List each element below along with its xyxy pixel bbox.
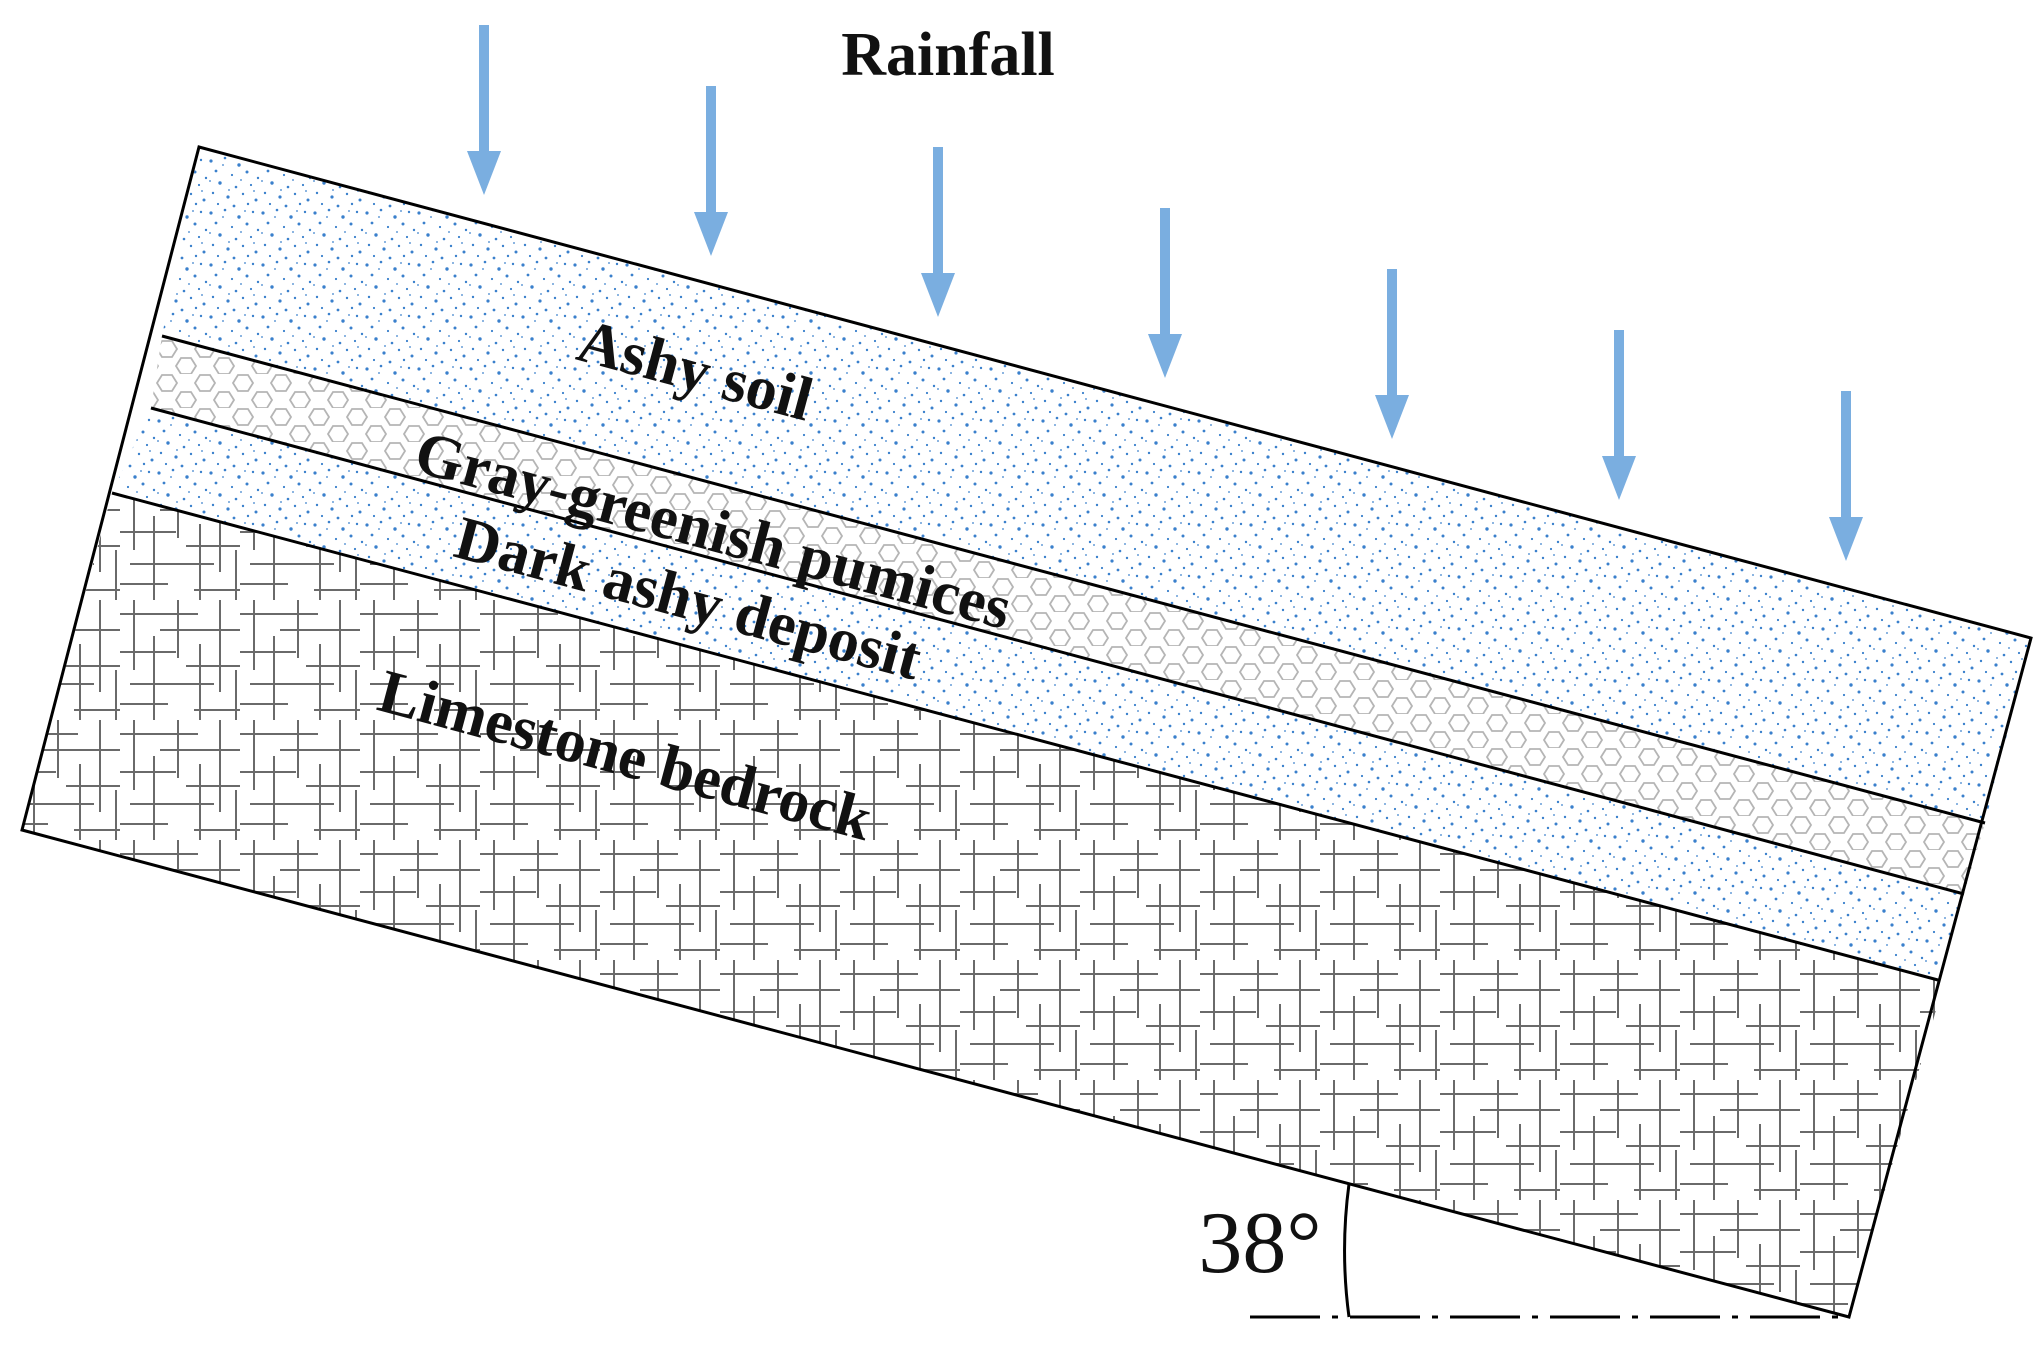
- rain-arrow: [921, 147, 955, 317]
- rain-arrow: [1829, 391, 1863, 561]
- gray-greenish-pumices-layer: [151, 336, 1985, 894]
- dark-ashy-deposit-layer: [112, 408, 1964, 980]
- rainfall-arrows: [467, 25, 1863, 561]
- rain-arrow: [1148, 208, 1182, 378]
- layer-boundaries: [20, 145, 2033, 1319]
- rain-arrow: [467, 25, 501, 195]
- slope-angle-indicator: [1250, 1183, 1849, 1319]
- rain-arrow: [694, 86, 728, 256]
- slope-angle-label: 38°: [1198, 1195, 1321, 1292]
- limestone-bedrock-layer: [22, 493, 1938, 1317]
- ashy-soil-layer: [162, 147, 2031, 823]
- rainfall-label: Rainfall: [841, 21, 1055, 89]
- angle-arc: [1343, 1183, 1351, 1318]
- rain-arrow: [1375, 269, 1409, 439]
- rain-arrow: [1602, 330, 1636, 500]
